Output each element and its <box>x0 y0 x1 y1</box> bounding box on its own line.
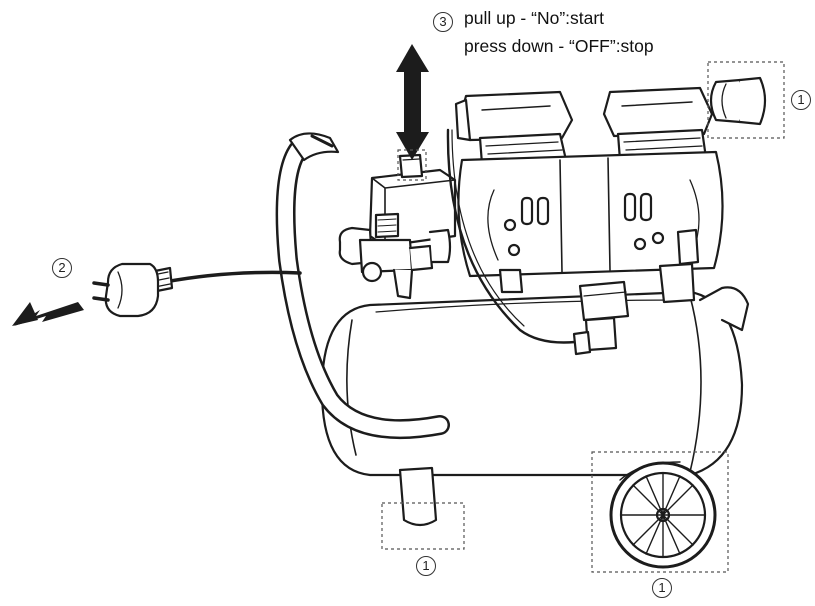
plug-pin-top <box>92 281 110 287</box>
up-down-arrow <box>396 44 429 160</box>
wheel <box>609 461 717 569</box>
callout-box-foot <box>381 502 465 550</box>
plug-pin-bottom <box>92 296 110 302</box>
tank-handle <box>698 286 750 332</box>
instruction-start: pull up - “No”:start <box>464 8 605 28</box>
marker-1-foot: 1 <box>416 556 436 576</box>
air-hose <box>275 132 450 440</box>
unplug-arrow <box>12 302 84 326</box>
instruction-stop: press down - “OFF”:stop <box>464 36 654 56</box>
plug-body <box>104 262 160 318</box>
power-cord <box>92 262 302 318</box>
air-filter <box>709 76 767 126</box>
motor-pump <box>446 86 724 344</box>
marker-1-filter: 1 <box>791 90 811 110</box>
marker-3: 3 <box>433 12 453 32</box>
marker-1-wheel: 1 <box>652 578 672 598</box>
callout-box-wheel <box>591 451 729 573</box>
air-tank <box>320 290 744 477</box>
regulator-manifold <box>338 212 452 300</box>
callout-box-filter <box>707 61 785 139</box>
on-off-knob <box>398 153 424 179</box>
callout-box-knob <box>397 149 427 181</box>
solenoid-valve <box>572 280 630 356</box>
rubber-foot <box>398 466 438 527</box>
marker-2: 2 <box>52 258 72 278</box>
